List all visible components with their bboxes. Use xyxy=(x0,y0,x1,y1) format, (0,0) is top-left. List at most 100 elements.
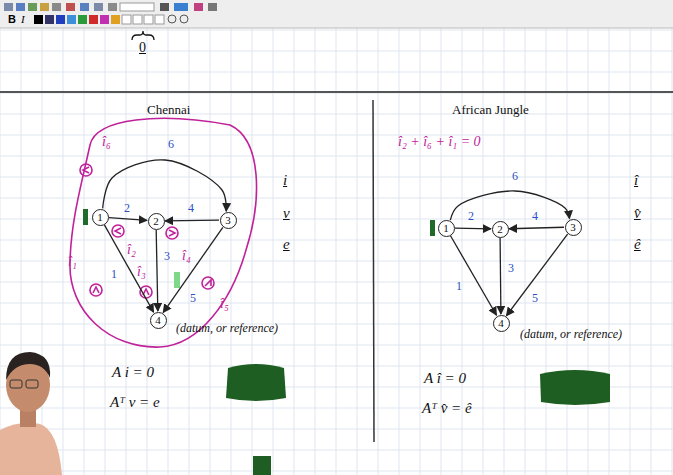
toolbar-icon xyxy=(40,3,49,11)
lecturer-shirt xyxy=(0,423,62,475)
equation: Aᵀ v = e xyxy=(110,394,160,411)
grid-line xyxy=(0,408,673,409)
toolbar-icon xyxy=(16,3,25,11)
toolbar-icon xyxy=(80,3,89,11)
equation: Aᵀ v̂ = ê xyxy=(422,400,472,417)
grid-line xyxy=(0,324,673,325)
toolbar-icon xyxy=(66,3,75,11)
redaction-blob xyxy=(253,456,271,475)
color-swatch xyxy=(89,15,98,24)
graph-node: 3 xyxy=(220,212,237,229)
zoom-icon xyxy=(168,15,176,23)
graph-node: 1 xyxy=(92,209,109,226)
node-number: 1 xyxy=(443,222,449,234)
branch-edge xyxy=(109,218,147,221)
current-label: î₄ xyxy=(182,248,191,263)
graph-node: 2 xyxy=(148,213,165,230)
branch-edge xyxy=(509,227,564,229)
node-number: 3 xyxy=(570,221,576,233)
vector-zero: 0 xyxy=(139,40,146,55)
grid-line xyxy=(0,450,673,451)
color-swatch xyxy=(78,15,87,24)
node-number: 4 xyxy=(498,317,504,329)
vector-symbol: e xyxy=(283,236,290,253)
vector-symbol: î xyxy=(634,172,638,189)
branch-edge xyxy=(156,230,158,311)
lecturer xyxy=(0,352,62,475)
panel-divider xyxy=(373,100,374,442)
branch-number: 2 xyxy=(468,210,474,223)
branch-edge xyxy=(451,236,497,315)
redaction-blob xyxy=(226,364,286,401)
current-arrow xyxy=(169,230,175,236)
vector-symbol: v̂ xyxy=(634,205,641,222)
grid-line xyxy=(0,72,673,73)
redaction-blob xyxy=(540,370,610,405)
grid-line xyxy=(0,177,673,178)
current-arrow xyxy=(205,280,211,286)
graph-node: 4 xyxy=(150,312,167,329)
green-mark xyxy=(83,209,88,225)
panel-title: Chennai xyxy=(147,103,190,117)
toolbar xyxy=(0,0,673,28)
grid-line xyxy=(0,471,673,472)
current-label: î₁ xyxy=(68,254,77,269)
grid-line xyxy=(0,240,673,241)
toolbar-icon xyxy=(108,3,117,11)
current-label: î₆ xyxy=(102,134,111,149)
node-number: 2 xyxy=(153,215,159,227)
graph-node: 3 xyxy=(565,219,582,236)
vector-symbol: i xyxy=(283,172,287,189)
branch-number: 6 xyxy=(168,138,174,151)
current-label: î₂ xyxy=(127,242,136,257)
toolbar-bar xyxy=(0,0,673,28)
branch-number: 6 xyxy=(512,170,518,183)
vector-symbol: ê xyxy=(634,236,641,253)
equation: A i = 0 xyxy=(112,364,154,381)
cut-set-loop xyxy=(70,118,257,347)
branch-edge xyxy=(455,228,491,230)
current-arrow-circle xyxy=(166,227,178,239)
current-arrow xyxy=(115,228,121,234)
toolbar-edge xyxy=(0,28,673,29)
grid-line xyxy=(0,261,673,262)
toolbar-icon xyxy=(160,3,169,11)
node-number: 3 xyxy=(225,214,231,226)
grid-line xyxy=(0,429,673,430)
branch-number: 2 xyxy=(124,202,130,215)
color-swatch xyxy=(34,15,43,24)
zoom-icon xyxy=(180,15,188,23)
grid-line xyxy=(0,51,673,52)
branch-number: 3 xyxy=(164,250,170,263)
color-swatch xyxy=(111,15,120,24)
lecturer-glasses xyxy=(26,380,38,388)
toolbar-icon xyxy=(94,3,103,11)
grid-line xyxy=(0,366,673,367)
grid xyxy=(0,28,673,475)
branch-number: 5 xyxy=(532,292,538,305)
current-label: î₃ xyxy=(137,264,146,279)
grid-line xyxy=(0,345,673,346)
current-arrow-circle xyxy=(202,277,214,289)
branch-number: 1 xyxy=(456,280,462,293)
section-divider xyxy=(0,91,673,93)
grid-line xyxy=(0,156,673,157)
vector-symbol: v xyxy=(283,205,290,222)
toolbar-icon xyxy=(28,3,37,11)
color-swatch xyxy=(133,15,142,24)
grid-line xyxy=(0,198,673,199)
panel-title: African Jungle xyxy=(452,103,529,117)
toolbar-text: B xyxy=(8,13,16,25)
toolbar-icon xyxy=(194,3,203,11)
lecturer-hair xyxy=(6,352,50,380)
pink-annotations xyxy=(70,118,257,347)
grid-line xyxy=(0,93,673,94)
branch-number: 4 xyxy=(532,210,538,223)
node-number: 4 xyxy=(155,314,161,326)
color-swatch xyxy=(100,15,109,24)
toolbar-icon xyxy=(4,3,13,11)
branch-number: 3 xyxy=(508,262,514,275)
green-mark xyxy=(430,220,435,236)
